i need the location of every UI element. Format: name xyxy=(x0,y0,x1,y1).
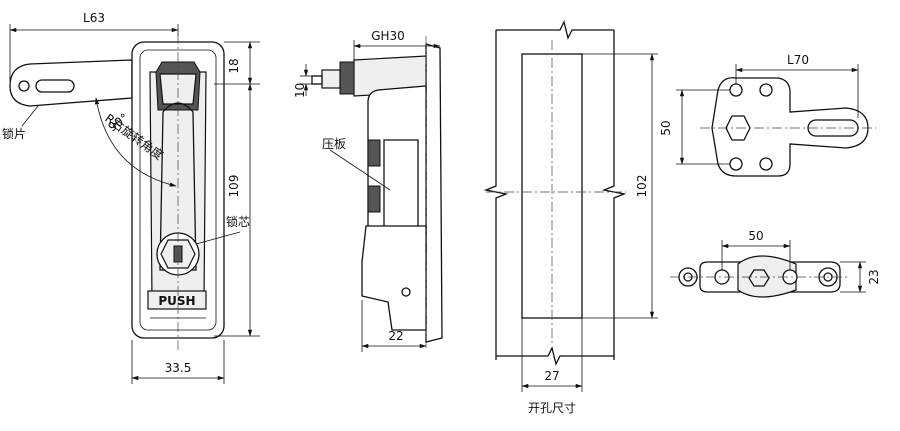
leader-plate xyxy=(329,149,391,191)
panel-top-break xyxy=(496,20,614,40)
dim-22: 22 xyxy=(388,329,403,343)
cutout-caption: 开孔尺寸 xyxy=(528,401,576,415)
dim-l63: L63 xyxy=(83,11,105,25)
latch-hole xyxy=(759,83,773,97)
side-bolt-head xyxy=(321,69,341,89)
latch-plate-view: 50 23 xyxy=(670,229,881,298)
dim-gh30: GH30 xyxy=(371,29,405,43)
label-plate: 压板 xyxy=(322,137,346,151)
side-screw xyxy=(367,185,381,213)
side-view: GH30 10 22 压板 xyxy=(293,29,443,352)
panel-break-left xyxy=(483,30,509,360)
dim-23: 23 xyxy=(867,269,881,284)
dim-33-5: 33.5 xyxy=(165,361,192,375)
latch-hole xyxy=(759,157,773,171)
panel-bottom-break xyxy=(496,346,614,366)
latch-arm-pivot xyxy=(18,80,30,92)
side-pivot-hole xyxy=(401,287,411,297)
rotation-arc xyxy=(94,97,177,187)
side-screw xyxy=(367,139,381,167)
panel-break-right xyxy=(601,30,627,360)
latch-top-view: L70 50 xyxy=(659,53,876,177)
label-latch: 锁片 xyxy=(2,126,26,141)
label-lock-core: 锁芯 xyxy=(226,214,250,229)
cutout-view: 102 27 开孔尺寸 xyxy=(483,20,658,415)
push-label: PUSH xyxy=(158,294,195,308)
dim-109: 109 xyxy=(227,175,241,198)
plate-square-hole xyxy=(748,269,770,287)
side-lower-body xyxy=(361,225,427,331)
plate-body xyxy=(737,255,797,298)
leader-latch xyxy=(21,105,39,127)
pressure-plate xyxy=(383,139,419,229)
dim-50-h: 50 xyxy=(748,229,763,243)
side-flange xyxy=(425,43,443,343)
dim-l70: L70 xyxy=(787,53,809,67)
dim-102: 102 xyxy=(635,175,649,198)
push-plate xyxy=(147,290,207,310)
side-bolt xyxy=(311,75,323,85)
leader-lock-core xyxy=(195,231,241,245)
front-view: PUSH L63 18 109 33.5 锁片 R右旋转角度 90° 锁芯 xyxy=(2,11,260,384)
dim-18: 18 xyxy=(227,58,241,73)
dim-10: 10 xyxy=(293,83,307,98)
side-nut xyxy=(339,61,355,95)
dim-27: 27 xyxy=(544,369,559,383)
latch-arm-slot xyxy=(35,79,75,93)
dim-50-v: 50 xyxy=(659,120,673,135)
